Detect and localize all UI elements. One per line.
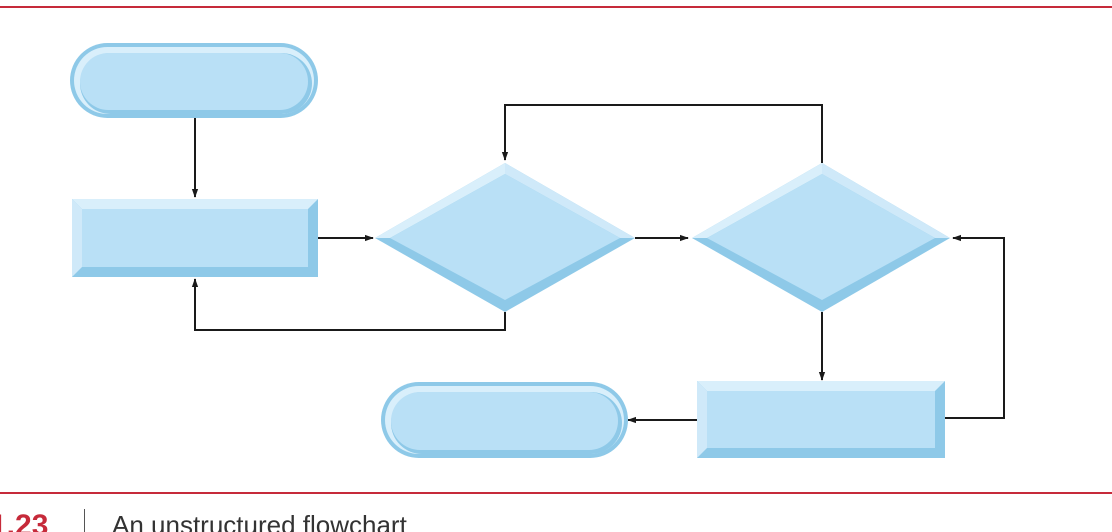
figure-caption: 1.23 An unstructured flowchart [0, 503, 1112, 532]
process-box-shape-2 [697, 381, 945, 458]
connectors [191, 104, 1005, 424]
caption-text: An unstructured flowchart [112, 510, 407, 532]
caption-divider [84, 509, 85, 532]
decision-diamond-shape-2 [692, 163, 950, 312]
connector-process-2-loop-to-decision-2 [945, 234, 1005, 419]
end-terminator-shape [381, 382, 628, 458]
decision-diamond-shape-1 [375, 163, 635, 312]
bottom-rule [0, 492, 1112, 494]
process-box-shape [72, 199, 318, 277]
figure-number: 1.23 [0, 509, 49, 532]
top-rule [0, 6, 1112, 8]
connector-decision-1-back-to-process [191, 278, 506, 331]
connector-decision-2-loop-to-decision-1 [501, 104, 823, 163]
start-terminator-shape [70, 43, 318, 118]
